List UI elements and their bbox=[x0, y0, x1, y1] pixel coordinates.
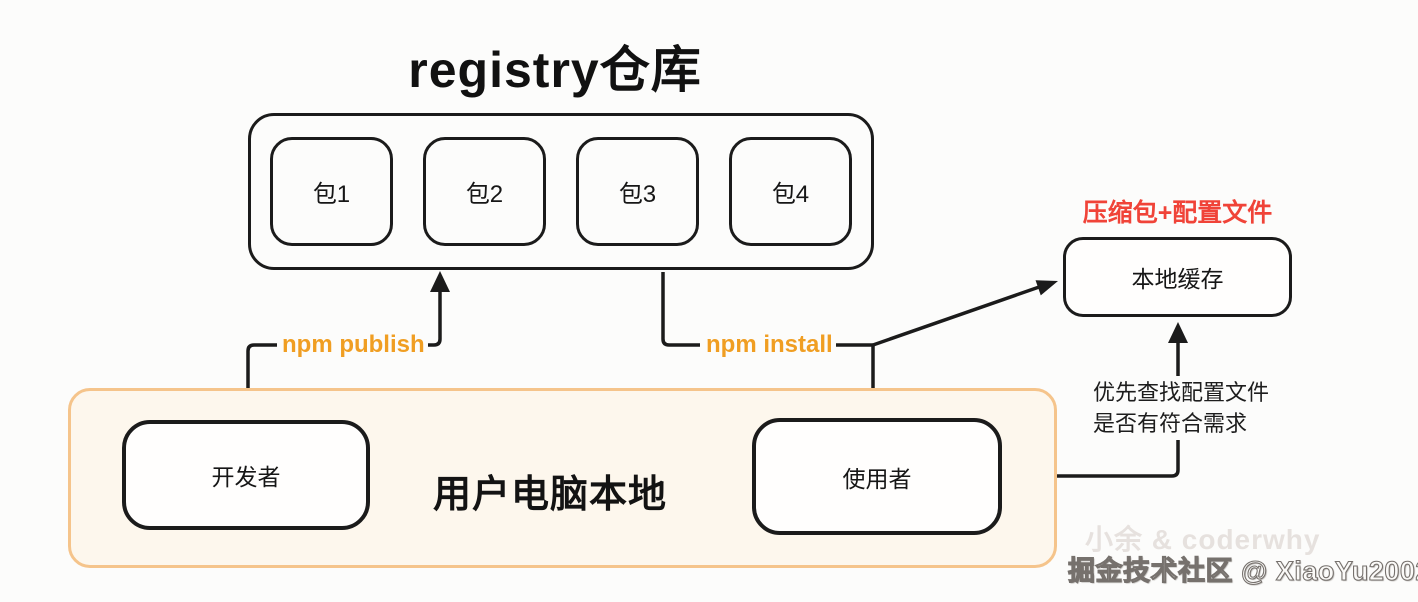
package-label: 包4 bbox=[771, 181, 810, 208]
package-box-4: 包4 bbox=[729, 137, 852, 246]
user-node: 使用者 bbox=[752, 418, 1002, 535]
developer-node: 开发者 bbox=[122, 420, 370, 530]
install-diagonal-line-to-cache bbox=[872, 284, 1043, 347]
watermark-authors: 小余 & coderwhy bbox=[1085, 524, 1321, 555]
cache-content-note: 压缩包+配置文件 bbox=[1082, 199, 1273, 227]
publish-arrow-line-to-registry bbox=[415, 284, 442, 347]
arrowhead-up-into-cache-bottom bbox=[1168, 322, 1188, 343]
lookup-note: 优先查找配置文件 是否有符合需求 bbox=[1090, 376, 1273, 440]
arrowhead-up-into-registry bbox=[430, 271, 450, 292]
publish-line-from-developer bbox=[246, 343, 277, 419]
npm-publish-label: npm publish bbox=[279, 331, 428, 359]
local-cache-node: 本地缓存 bbox=[1063, 237, 1292, 317]
watermark-community: 掘金技术社区 @ XiaoYu2002 bbox=[1067, 555, 1418, 586]
lookup-note-line1: 优先查找配置文件 bbox=[1093, 380, 1270, 405]
package-label: 包2 bbox=[465, 181, 504, 208]
arrowhead-into-cache-left bbox=[1035, 280, 1058, 296]
user-to-cache-line bbox=[1002, 336, 1180, 478]
registry-container: 包1 包2 包3 包4 bbox=[248, 113, 874, 270]
install-line-from-registry bbox=[661, 272, 700, 347]
npm-install-label: npm install bbox=[703, 331, 836, 359]
lookup-note-line2: 是否有符合需求 bbox=[1093, 411, 1248, 436]
package-box-1: 包1 bbox=[270, 137, 393, 246]
user-label: 使用者 bbox=[842, 465, 912, 492]
diagram-title: registry仓库 bbox=[408, 42, 702, 98]
package-box-3: 包3 bbox=[576, 137, 699, 246]
package-label: 包1 bbox=[312, 181, 351, 208]
local-cache-label: 本地缓存 bbox=[1131, 266, 1224, 292]
local-computer-zone-label: 用户电脑本地 bbox=[432, 474, 667, 516]
package-label: 包3 bbox=[618, 181, 657, 208]
developer-label: 开发者 bbox=[211, 464, 281, 490]
package-box-2: 包2 bbox=[423, 137, 546, 246]
